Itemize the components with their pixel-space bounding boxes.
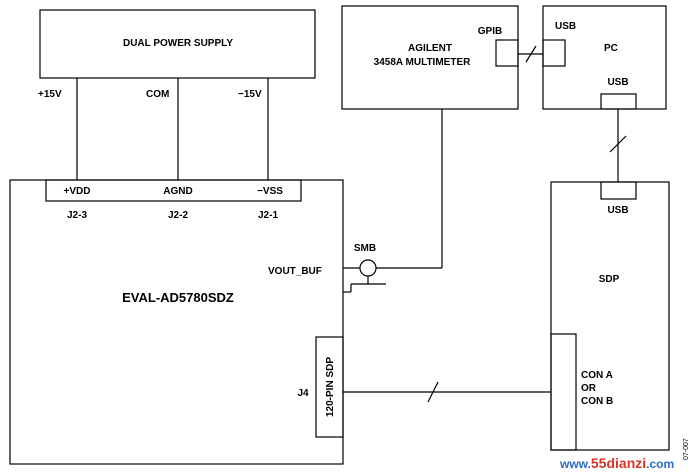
sdp-con-ab (550, 333, 577, 451)
watermark-domain: .com (646, 457, 674, 471)
header-id-j2-3: J2-3 (67, 210, 87, 221)
multimeter-label-line1: AGILENT (408, 43, 452, 54)
power-supply-label: DUAL POWER SUPPLY (123, 38, 233, 49)
header-pin-vdd: +VDD (64, 186, 91, 197)
pin-label-com: COM (146, 89, 169, 100)
sdp-connector-120pin (315, 336, 344, 438)
sdp-usb-port (600, 181, 637, 200)
or-label: OR (581, 383, 597, 394)
sdp-label: SDP (599, 274, 620, 285)
smb-label: SMB (354, 243, 376, 254)
usb-adapter-box (542, 39, 566, 67)
j4-label: J4 (297, 388, 309, 399)
con-b-label: CON B (581, 396, 613, 407)
header-pin-agnd: AGND (163, 186, 192, 197)
pc-usb-label: USB (607, 77, 628, 88)
pc-label: PC (604, 43, 618, 54)
header-pin-vss: −VSS (257, 186, 283, 197)
sdp-box (550, 181, 670, 451)
gpib-port (495, 39, 519, 67)
watermark-prefix: www. (559, 457, 591, 471)
figure-id: 07-007 (683, 438, 690, 460)
con-a-label: CON A (581, 370, 613, 381)
pc-usb-port (600, 93, 637, 110)
power-header (45, 179, 302, 202)
gpib-label: GPIB (478, 26, 502, 37)
multimeter-label-line2: 3458A MULTIMETER (374, 57, 471, 68)
bus-slash-gpib (525, 45, 537, 63)
sdp-connector-label: 120-PIN SDP (325, 357, 336, 417)
bus-slash-usb (609, 135, 627, 153)
eval-board-label: EVAL-AD5780SDZ (122, 290, 234, 305)
watermark-name: 55dianzi (591, 455, 646, 471)
eval-board-box (9, 179, 344, 465)
smb-connector (359, 259, 377, 277)
sdp-usb-label: USB (607, 205, 628, 216)
bus-slash-sdp (427, 381, 439, 403)
usb-adapter-label: USB (555, 21, 576, 32)
header-id-j2-1: J2-1 (258, 210, 278, 221)
pin-label-plus15v: +15V (38, 89, 62, 100)
vout-buf-label: VOUT_BUF (268, 266, 322, 277)
header-id-j2-2: J2-2 (168, 210, 188, 221)
pin-label-minus15v: −15V (238, 89, 262, 100)
watermark: www.55dianzi.com (559, 455, 674, 471)
